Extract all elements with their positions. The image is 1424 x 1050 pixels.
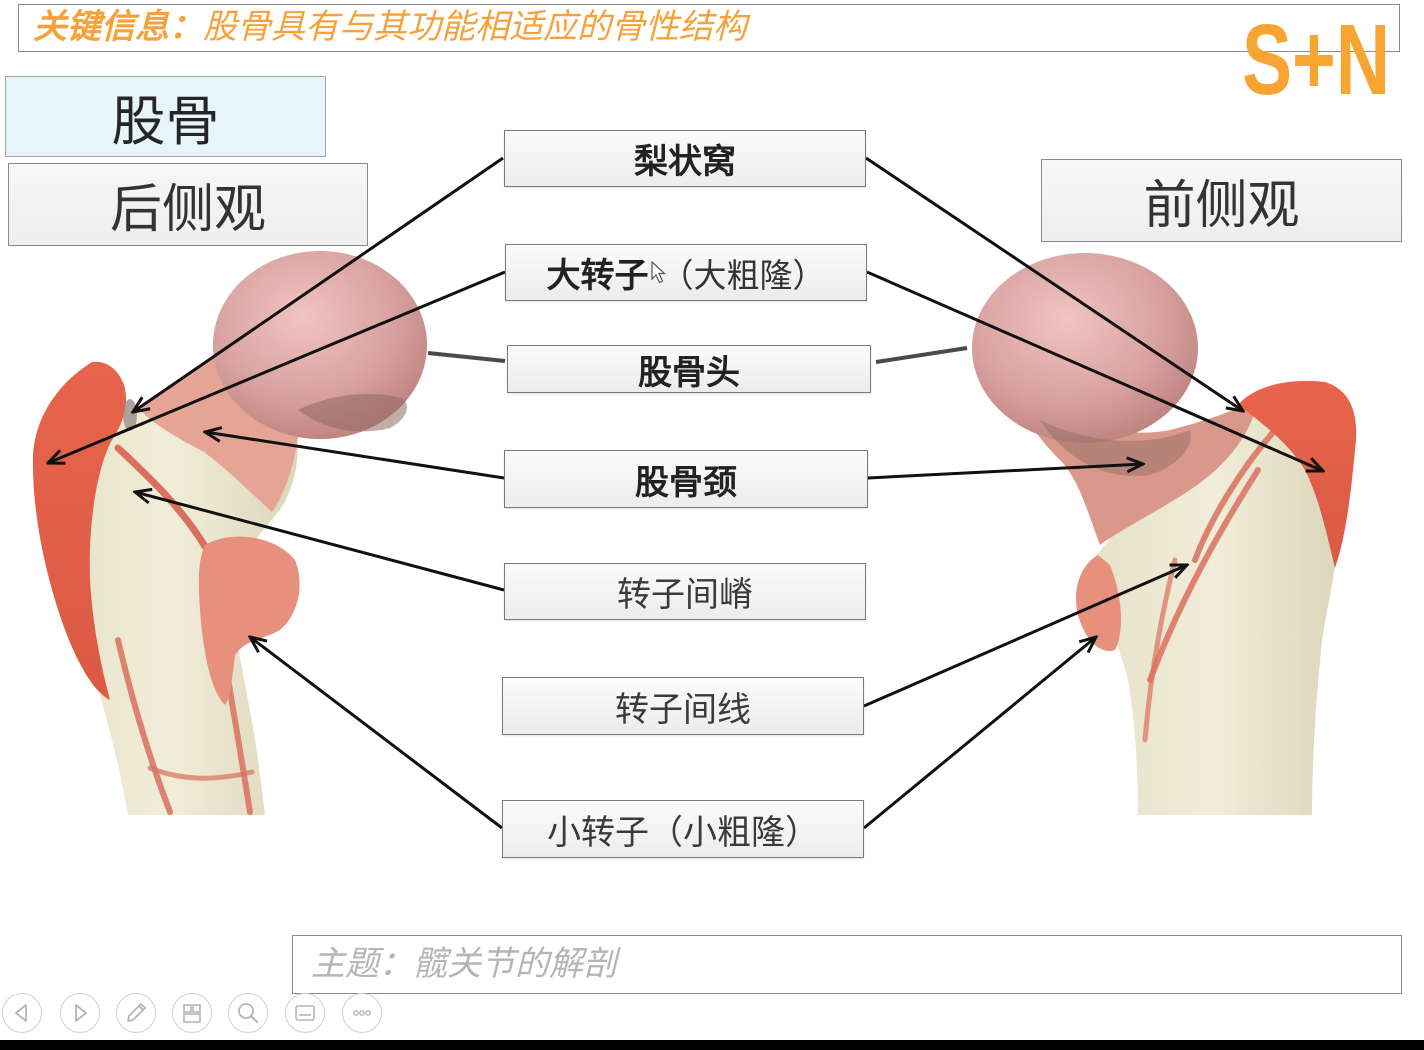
more-options-button[interactable] — [342, 993, 382, 1033]
label-arrows — [48, 156, 1323, 830]
label-piriform-fossa: 梨状窝 — [504, 130, 866, 187]
intertrochanteric-crest-text: 转子间嵴 — [617, 575, 753, 615]
key-info-banner: 关键信息：股骨具有与其功能相适应的骨性结构 — [18, 4, 1400, 52]
slideshow-toolbar — [0, 993, 400, 1033]
arrow-piriform-fossa-posterior — [133, 156, 504, 412]
sn-logo-text: S+N — [1242, 12, 1390, 102]
femoral-head-text: 股骨头 — [638, 352, 740, 393]
intertrochanteric-crest-stripe — [114, 444, 210, 552]
femur-posterior-view-illustration — [32, 251, 427, 815]
pen-tool-button[interactable] — [116, 993, 156, 1033]
previous-slide-icon — [14, 1003, 27, 1022]
head-shadow-anterior — [1040, 420, 1191, 476]
greater-trochanter-posterior — [32, 361, 127, 700]
label-femoral-neck: 股骨颈 — [504, 450, 868, 508]
arrow-greater-trochanter-anterior — [866, 270, 1323, 471]
arrow-femoral-neck-anterior — [867, 464, 1143, 480]
intertrochanteric-line-text: 转子间线 — [615, 689, 751, 730]
mouse-pointer-icon — [650, 254, 667, 284]
slide-sorter-button[interactable] — [172, 993, 212, 1033]
label-intertrochanteric-crest: 转子间嵴 — [504, 563, 866, 620]
key-info-label: 关键信息： — [33, 7, 203, 47]
next-slide-button[interactable] — [60, 993, 100, 1033]
arrow-greater-trochanter-posterior — [48, 270, 506, 463]
subtitles-button[interactable] — [285, 993, 325, 1033]
zoom-icon — [237, 1002, 258, 1023]
zoom-button[interactable] — [228, 993, 268, 1033]
next-slide-icon — [74, 1003, 87, 1022]
anterior-view-text: 前侧观 — [1143, 176, 1300, 236]
spiral-line-stripe — [1147, 467, 1261, 683]
posterior-view-title: 后侧观 — [8, 163, 368, 246]
sn-logo: S+N — [1242, 12, 1390, 102]
slide-sorter-icon — [182, 1003, 201, 1023]
subtitles-icon — [294, 1004, 315, 1021]
label-greater-trochanter: 大转子 （大粗隆） — [505, 244, 867, 301]
connector-femoral-head-anterior — [875, 346, 968, 364]
shaft-cross-stripe — [147, 765, 255, 781]
anterior-view-title: 前侧观 — [1041, 159, 1402, 242]
label-intertrochanteric-line: 转子间线 — [502, 677, 864, 735]
arrow-lesser-trochanter-posterior — [250, 637, 503, 830]
femur-anterior-view-illustration — [972, 253, 1357, 815]
greater-trochanter-anterior — [1238, 380, 1357, 568]
arrow-intertrochanteric-crest — [135, 492, 505, 592]
head-shadow-posterior — [298, 394, 407, 432]
label-lesser-trochanter: 小转子（小粗隆） — [502, 800, 864, 858]
previous-slide-button[interactable] — [2, 993, 42, 1033]
arrow-lesser-trochanter-anterior — [863, 637, 1096, 830]
topic-footer: 主题：髋关节的解剖 — [292, 935, 1402, 994]
piriform-fossa-text: 梨状窝 — [634, 142, 736, 182]
topic-text: 主题：髋关节的解剖 — [311, 944, 617, 984]
lesser-trochanter-posterior — [198, 536, 300, 705]
lesser-trochanter-text: 小转子（小粗隆） — [547, 812, 819, 853]
gluteal-tuberosity-stripe — [115, 637, 173, 815]
pen-icon — [126, 1002, 146, 1022]
arrow-femoral-neck-posterior — [205, 432, 505, 480]
key-info-text: 股骨具有与其功能相适应的骨性结构 — [203, 7, 747, 47]
label-femoral-head: 股骨头 — [507, 345, 871, 393]
greater-trochanter-alias-text: （大粗隆） — [660, 255, 826, 295]
femoral-neck-text: 股骨颈 — [635, 462, 737, 503]
page-title-text: 股骨 — [111, 90, 220, 153]
arrow-piriform-fossa-anterior — [865, 156, 1243, 411]
more-options-icon — [352, 1009, 371, 1016]
page-title: 股骨 — [5, 76, 326, 157]
connector-femoral-head-posterior — [427, 351, 506, 363]
shaft-stripe-anterior — [1142, 557, 1178, 743]
bottom-black-bar — [0, 1040, 1424, 1050]
femoral-head-posterior — [213, 251, 427, 439]
arrow-intertrochanteric-line — [863, 565, 1187, 708]
greater-trochanter-text: 大转子 — [546, 256, 649, 296]
posterior-view-text: 后侧观 — [109, 180, 266, 240]
femoral-head-anterior — [972, 253, 1198, 443]
mouse-pointer-shape — [650, 260, 666, 284]
